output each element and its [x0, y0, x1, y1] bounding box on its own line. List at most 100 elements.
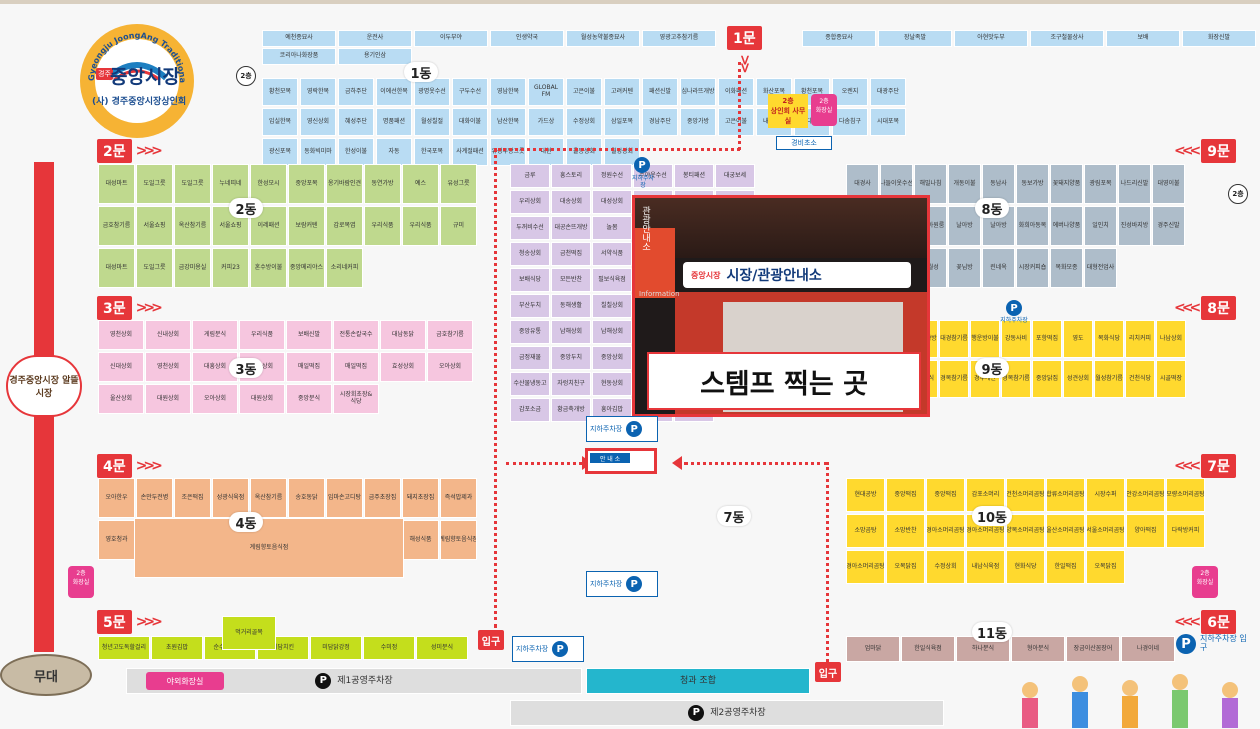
shop-z3[interactable]: 오아상회	[192, 384, 238, 414]
shop-z3[interactable]: 금호참기름	[427, 320, 473, 350]
shop-z10[interactable]: 수정상회	[926, 550, 965, 584]
shop-top-row[interactable]: 아현맛두부	[954, 30, 1028, 47]
shop-z7[interactable]: 남해상회	[592, 320, 632, 344]
shop-z2[interactable]: 커피23	[212, 248, 249, 288]
shop-z1[interactable]: GLOBAL FM	[528, 78, 564, 106]
shop-z1[interactable]: 영남한복	[490, 78, 526, 106]
shop-z2[interactable]: 혼수방이불	[250, 248, 287, 288]
shop-z3[interactable]: 영천상회	[98, 320, 144, 350]
shop-z7[interactable]: 자렁치친구	[551, 372, 591, 396]
shop-z3[interactable]: 영천상회	[145, 352, 191, 382]
shop-z10[interactable]: 시장수퍼	[1086, 478, 1125, 512]
shop-z1[interactable]: 중앙가방	[680, 108, 716, 136]
shop-z10[interactable]: 양아떡집	[1126, 514, 1165, 548]
shop-z4[interactable]: 계림향토음식점	[440, 520, 477, 560]
shop-z3[interactable]: 게림분식	[192, 320, 238, 350]
shop-z7[interactable]: 대송상회	[551, 190, 591, 214]
shop-z1[interactable]: 수정상회	[566, 108, 602, 136]
shop-z10[interactable]: 현화식당	[1006, 550, 1045, 584]
shop-z8[interactable]: 경주신발	[1152, 206, 1185, 246]
shop-z11[interactable]: 엄마닭	[846, 636, 900, 662]
shop-z4[interactable]: 송호동닭	[288, 478, 325, 518]
shop-z7[interactable]: 놀봄	[592, 216, 632, 240]
shop-z4[interactable]: 금주초장집	[364, 478, 401, 518]
shop-z10[interactable]: 소망곰탕	[846, 514, 885, 548]
shop-z9[interactable]: 시골떡장	[1156, 360, 1186, 398]
shop-z1[interactable]: 사계절패션	[452, 138, 488, 166]
shop-z1[interactable]: 광명옷수선	[414, 78, 450, 106]
shop-z3[interactable]: 효성상회	[380, 352, 426, 382]
parking-box-south[interactable]: 지하주차장 P	[586, 571, 658, 597]
shop-z9[interactable]: 포항떡집	[1032, 320, 1062, 358]
shop-z1[interactable]: 황천모목	[262, 78, 298, 106]
shop-z1[interactable]: 남산한복	[490, 108, 526, 136]
shop-z4[interactable]: 해성식품	[402, 520, 439, 560]
shop-z10[interactable]: 내남식육점	[966, 550, 1005, 584]
shop-z1[interactable]: 광신포목	[262, 138, 298, 166]
shop-z2[interactable]: 중앙메리야스	[288, 248, 325, 288]
shop-z9[interactable]: 목화식당	[1094, 320, 1124, 358]
shop-z2[interactable]: 옹기바람인견	[326, 164, 363, 204]
shop-top-row[interactable]: 장날족발	[878, 30, 952, 47]
shop-z3[interactable]: 대남동닭	[380, 320, 426, 350]
shop-z11[interactable]: 장금이산꼼장어	[1066, 636, 1120, 662]
shop-z9[interactable]: 건천식당	[1125, 360, 1155, 398]
public-parking-lot-2[interactable]: P 제2공영주차장	[510, 700, 944, 726]
shop-z3[interactable]: 전통손칼국수	[333, 320, 379, 350]
shop-z9[interactable]: 나남상회	[1156, 320, 1186, 358]
shop-z8[interactable]: 린네옥	[982, 248, 1015, 288]
entrance-west[interactable]: 입구	[478, 630, 504, 650]
shop-z3[interactable]: 매일떡집	[333, 352, 379, 382]
gate-2[interactable]: 2문>>>	[97, 139, 163, 163]
shop-z1[interactable]: 대화이불	[452, 108, 488, 136]
shop-z7[interactable]: 남해상회	[551, 320, 591, 344]
shop-z8[interactable]: 광림포목	[1084, 164, 1117, 204]
shop-z1[interactable]: 영신상회	[300, 108, 336, 136]
shop-z8[interactable]: 일인치	[1084, 206, 1117, 246]
shop-z3[interactable]: 매일떡집	[286, 352, 332, 382]
shop-z1[interactable]: 심나라뜨개방	[680, 78, 716, 106]
shop-z5[interactable]: 성미분식	[416, 636, 468, 660]
shop-z1[interactable]: 월성칠절	[414, 108, 450, 136]
shop-z2[interactable]: 금강미용실	[174, 248, 211, 288]
shop-z8[interactable]: 화희아동복	[1016, 206, 1049, 246]
shop-z10[interactable]: 현대공방	[846, 478, 885, 512]
shop-z10[interactable]: 중앙떡집	[886, 478, 925, 512]
shop-z5[interactable]: 미담닭강정	[310, 636, 362, 660]
shop-z1[interactable]: 대광주단	[870, 78, 906, 106]
shop-z7[interactable]: 우리상회	[510, 190, 550, 214]
shop-z2[interactable]: 감로목엽	[326, 206, 363, 246]
shop-z7[interactable]: 흥스토리	[551, 164, 591, 188]
shop-z8[interactable]: 동보가방	[1016, 164, 1049, 204]
shop-z2[interactable]: 우리식품	[402, 206, 439, 246]
shop-z10[interactable]: 오복닭집	[886, 550, 925, 584]
shop-z4[interactable]: 영호청과	[98, 520, 135, 560]
shop-z1[interactable]: 동화빅미마	[300, 138, 336, 166]
shop-z10[interactable]: 소망반찬	[886, 514, 925, 548]
info-center-label[interactable]: 안 내 소	[590, 453, 630, 463]
shop-z8[interactable]: 목화모종	[1050, 248, 1083, 288]
shop-z1[interactable]: 삼일포목	[604, 108, 640, 136]
shop-z2[interactable]: 서울쇼핑	[136, 206, 173, 246]
shop-z7[interactable]: 현동상회	[592, 372, 632, 396]
shop-z1[interactable]: 영락한복	[300, 78, 336, 106]
shop-z4[interactable]: 임마손고디탕	[326, 478, 363, 518]
shop-z7[interactable]: 대성상회	[592, 190, 632, 214]
shop-z8[interactable]: 꽃님방	[948, 248, 981, 288]
shop-z5[interactable]: 청년고도독할걸리	[98, 636, 150, 660]
shop-z2[interactable]: 옥산참기름	[174, 206, 211, 246]
shop-z8[interactable]: 시장커피숍	[1016, 248, 1049, 288]
shop-z1[interactable]: 이화패션	[718, 78, 754, 106]
fruit-union[interactable]: 청과 조합	[586, 668, 810, 694]
shop-z9[interactable]: 영도	[1063, 320, 1093, 358]
shop-z7[interactable]: 금천떡집	[551, 242, 591, 266]
shop-z1[interactable]: 오렌지	[832, 78, 868, 106]
shop-z7[interactable]: 정원수선	[592, 164, 632, 188]
shop-z9[interactable]: 월성참기름	[1094, 360, 1124, 398]
shop-z7[interactable]: 동해생활	[551, 294, 591, 318]
shop-z1[interactable]: 이에선한복	[376, 78, 412, 106]
shop-top-row[interactable]: 이두부야	[414, 30, 488, 47]
shop-z8[interactable]: 대영이불	[1152, 164, 1185, 204]
shop-z7[interactable]: 모든반찬	[551, 268, 591, 292]
shop-z9[interactable]: 강동사비	[1001, 320, 1031, 358]
